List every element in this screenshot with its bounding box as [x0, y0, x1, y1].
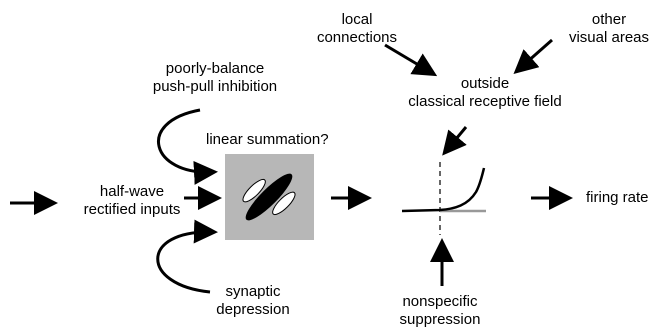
outside-crf-line1: outside — [460, 75, 510, 92]
push-pull-line2: push-pull inhibition — [152, 78, 278, 95]
linear-summation-label: linear summation? — [206, 131, 329, 148]
other-visual-areas-label: other visual areas — [560, 11, 658, 47]
nonlinearity-plot — [401, 162, 486, 235]
nonspecific-suppression-line2: suppression — [399, 311, 481, 328]
outside-crf-label: outside classical receptive field — [400, 75, 570, 111]
depression-curve-arrow — [156, 219, 218, 294]
synaptic-depression-line1: synaptic — [225, 283, 281, 300]
crf-to-nonlinearity-arrow — [442, 126, 468, 156]
on-subregion-upper — [242, 178, 266, 203]
other-areas-arrow — [513, 38, 553, 74]
local-connections-line2: connections — [316, 29, 398, 46]
local-connections-label: local connections — [312, 11, 402, 47]
push-pull-line1: poorly-balance — [165, 60, 265, 77]
response-curve — [401, 167, 486, 213]
nonspecific-suppression-line1: nonspecific — [402, 293, 478, 310]
synaptic-depression-line2: depression — [216, 301, 290, 318]
other-visual-areas-line1: other — [591, 11, 627, 28]
gabor-blobs — [242, 173, 296, 221]
half-wave-line1: half-wave — [99, 183, 165, 200]
local-connections-line1: local — [341, 11, 373, 28]
outside-crf-line2: classical receptive field — [408, 93, 562, 110]
firing-rate-label: firing rate — [586, 189, 649, 206]
local-connections-arrow — [384, 43, 438, 77]
synaptic-depression-label: synaptic depression — [208, 283, 298, 319]
half-wave-line2: rectified inputs — [83, 201, 181, 218]
other-visual-areas-line2: visual areas — [568, 29, 650, 46]
nonspecific-suppression-label: nonspecific suppression — [385, 293, 495, 329]
push-pull-curve-arrow — [157, 108, 218, 185]
half-wave-label: half-wave rectified inputs — [80, 183, 184, 219]
push-pull-label: poorly-balance push-pull inhibition — [140, 60, 290, 96]
on-subregion-lower — [272, 191, 296, 216]
off-subregion — [245, 173, 293, 221]
